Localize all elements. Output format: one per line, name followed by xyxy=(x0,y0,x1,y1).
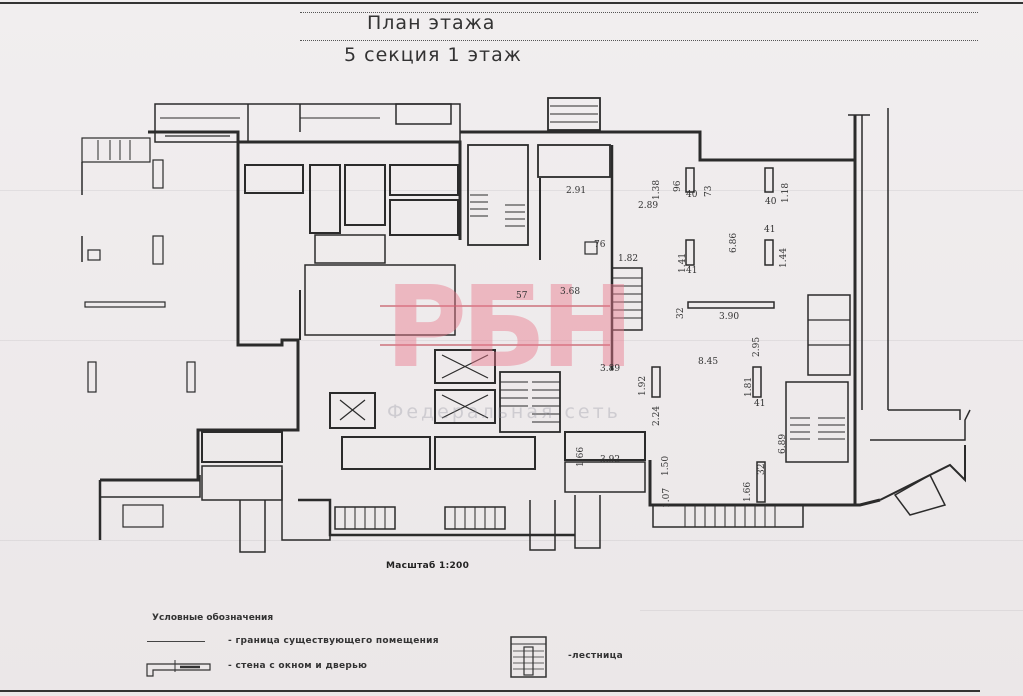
background-ghost-line xyxy=(0,540,1023,541)
legend-stair-label: -лестница xyxy=(568,651,623,661)
dimension-label: 1.38 xyxy=(652,179,662,200)
dimension-label: 1.66 xyxy=(743,481,753,502)
plan-title: План этажа xyxy=(367,12,496,34)
background-ghost-line xyxy=(0,190,1023,191)
dimension-label: 40 xyxy=(765,197,777,207)
dimension-label: 3.89 xyxy=(600,364,621,374)
legend-title: Условные обозначения xyxy=(152,613,274,623)
legend-wall-label: - стена с окном и дверью xyxy=(228,661,368,671)
dimension-label: 1.18 xyxy=(781,182,791,203)
dimension-label: 1.66 xyxy=(576,446,586,467)
dimension-label: 2.95 xyxy=(752,336,762,357)
dimension-label: 57 xyxy=(516,291,528,301)
title-rule-top xyxy=(300,12,978,13)
dimension-label: 1.82 xyxy=(618,254,639,264)
title-rule-mid xyxy=(300,40,978,41)
bottom-border xyxy=(0,690,980,692)
dimension-label: 41 xyxy=(764,225,776,235)
dimension-label: 32 xyxy=(757,463,767,475)
plan-subtitle: 5 секция 1 этаж xyxy=(344,44,522,66)
legend-boundary-label: - граница существующего помещения xyxy=(228,636,439,646)
dimension-label: 76 xyxy=(594,240,606,250)
dimension-label: 1.50 xyxy=(661,455,671,476)
watermark-logo: РБН xyxy=(385,263,634,393)
dimension-label: 1.44 xyxy=(779,247,789,268)
dimension-label: 1.07 xyxy=(662,487,672,508)
dimension-label: 40 xyxy=(686,190,698,200)
dimension-label: 96 xyxy=(673,180,683,192)
dimension-label: 2.24 xyxy=(652,405,662,426)
watermark-caption: Федеральная сеть xyxy=(387,401,621,423)
dimension-label: 41 xyxy=(754,399,766,409)
dimension-label: 1.92 xyxy=(638,375,648,396)
dimension-label: 6.86 xyxy=(729,232,739,253)
scale-label: Масштаб 1:200 xyxy=(386,561,470,571)
top-border xyxy=(0,2,1023,4)
dimension-label: 3.90 xyxy=(719,312,740,322)
dimension-label: 2.89 xyxy=(638,201,659,211)
dimension-label: 3.92 xyxy=(600,455,621,465)
dimension-label: 32 xyxy=(676,307,686,319)
dimension-label: 1.81 xyxy=(744,376,754,397)
background-ghost-line xyxy=(640,610,1023,611)
background-ghost-line xyxy=(0,340,1023,341)
dimension-label: 3.68 xyxy=(560,287,581,297)
legend-boundary-line-icon xyxy=(147,641,205,642)
dimension-label: 2.91 xyxy=(566,186,587,196)
dimension-label: 6.89 xyxy=(778,433,788,454)
dimension-label: 41 xyxy=(686,266,698,276)
dimension-label: 8.45 xyxy=(698,357,719,367)
dimension-label: 73 xyxy=(704,185,714,197)
